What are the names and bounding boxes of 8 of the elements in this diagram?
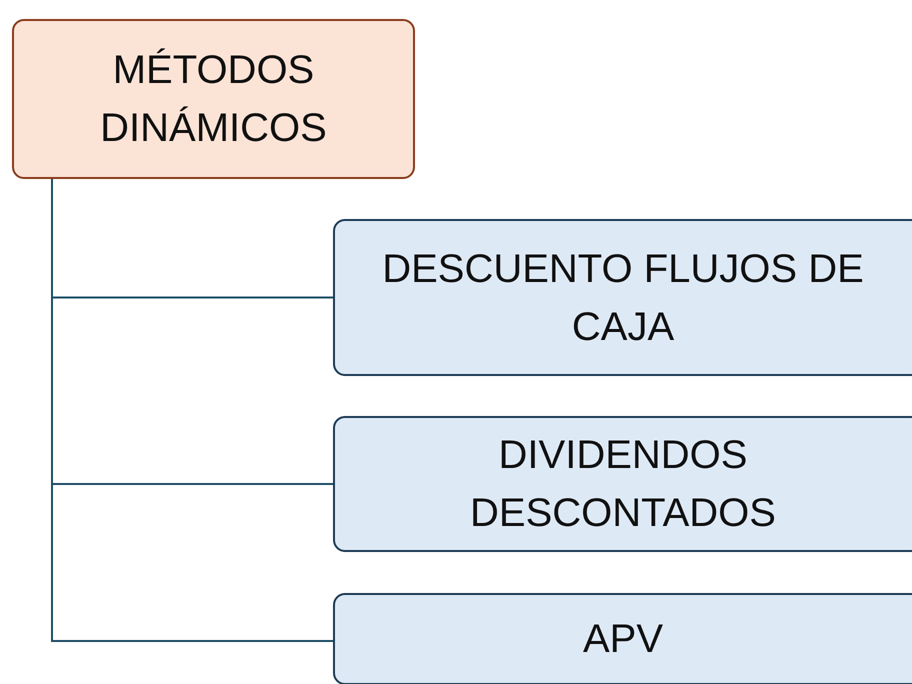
- method-box: [333, 593, 912, 684]
- box-label: APV: [582, 616, 664, 663]
- box-label: DESCUENTO FLUJOS DE CAJA: [381, 246, 865, 350]
- method-box: [333, 219, 912, 376]
- box-label: MÉTODOS DINÁMICOS: [99, 47, 328, 152]
- method-box: [333, 416, 912, 552]
- category-box: [12, 19, 415, 179]
- box-label: DIVIDENDOS DESCONTADOS: [469, 432, 777, 537]
